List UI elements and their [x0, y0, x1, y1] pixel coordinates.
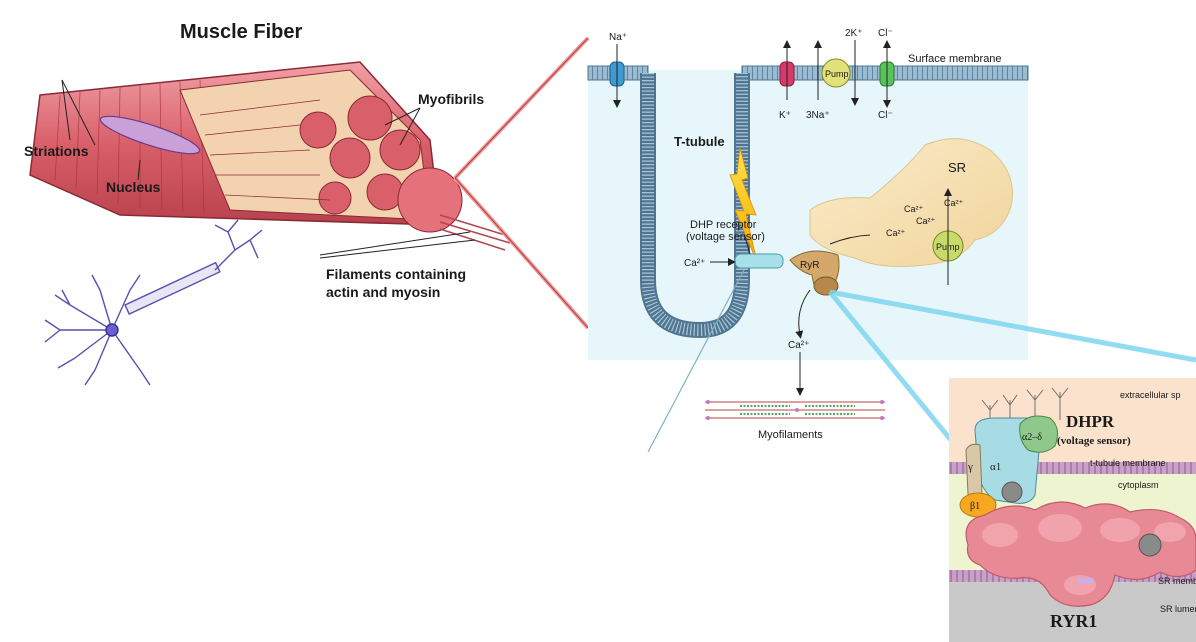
inset-b1-label: β1 [970, 501, 980, 512]
myofibrils-label: Myofibrils [418, 91, 484, 107]
inset-ryr1-title: RYR1 [1050, 611, 1097, 631]
neuron-illustration [45, 220, 262, 385]
filaments-label-line2: actin and myosin [326, 284, 440, 300]
surface-membrane-label: Surface membrane [908, 53, 1002, 65]
surface-pump-label: Pump [825, 69, 849, 79]
na-label: Na⁺ [609, 32, 627, 43]
sr-ca-4: Ca²⁺ [886, 228, 906, 238]
two-k-label: 2K⁺ [845, 28, 863, 39]
sr-ca-2: Ca²⁺ [944, 198, 964, 208]
zoom-callout-red [455, 38, 588, 328]
sr-ca-1: Ca²⁺ [904, 204, 924, 214]
dhp-receptor-label-line1: DHP receptor [690, 219, 757, 231]
inset-voltage-sensor-label: (voltage sensor) [1057, 435, 1131, 447]
inset-cytoplasm-label: cytoplasm [1118, 480, 1159, 490]
striations-label: Striations [24, 143, 89, 159]
cl-top-label: Cl⁻ [878, 28, 893, 39]
three-na-label: 3Na⁺ [806, 110, 830, 121]
ca-down-label: Ca²⁺ [788, 340, 809, 351]
nucleus-label: Nucleus [106, 179, 161, 195]
dhp-receptor-label-line2: (voltage sensor) [686, 231, 765, 243]
sr-pump-label: Pump [936, 242, 960, 252]
inset-t-tubule-membrane-label: t-tubule membrane [1090, 458, 1166, 468]
t-tubule-label: T-tubule [674, 134, 725, 149]
inset-dhpr-title: DHPR [1066, 412, 1115, 431]
filaments-label-line1: Filaments containing [326, 266, 466, 282]
k-label: K⁺ [779, 110, 791, 121]
sr-label: SR [948, 160, 966, 175]
inset-sr-lumen-label: SR lumen [1160, 604, 1196, 614]
myofilaments-graphic [705, 400, 885, 420]
cl-bottom-label: Cl⁻ [878, 110, 893, 121]
sr-ca-3: Ca²⁺ [916, 216, 936, 226]
fiber-title: Muscle Fiber [180, 21, 302, 43]
myofilaments-label: Myofilaments [758, 429, 823, 441]
inset-extracellular-label: extracellular sp [1120, 390, 1181, 400]
inset-sr-membrane-label: SR memb [1158, 576, 1196, 586]
ca-in-label: Ca²⁺ [684, 258, 705, 269]
ryr-label: RyR [800, 260, 819, 271]
inset-a2d-label: α2–δ [1022, 432, 1042, 443]
inset-gamma-label: γ [967, 461, 973, 473]
inset-a1-label: α1 [990, 461, 1001, 473]
